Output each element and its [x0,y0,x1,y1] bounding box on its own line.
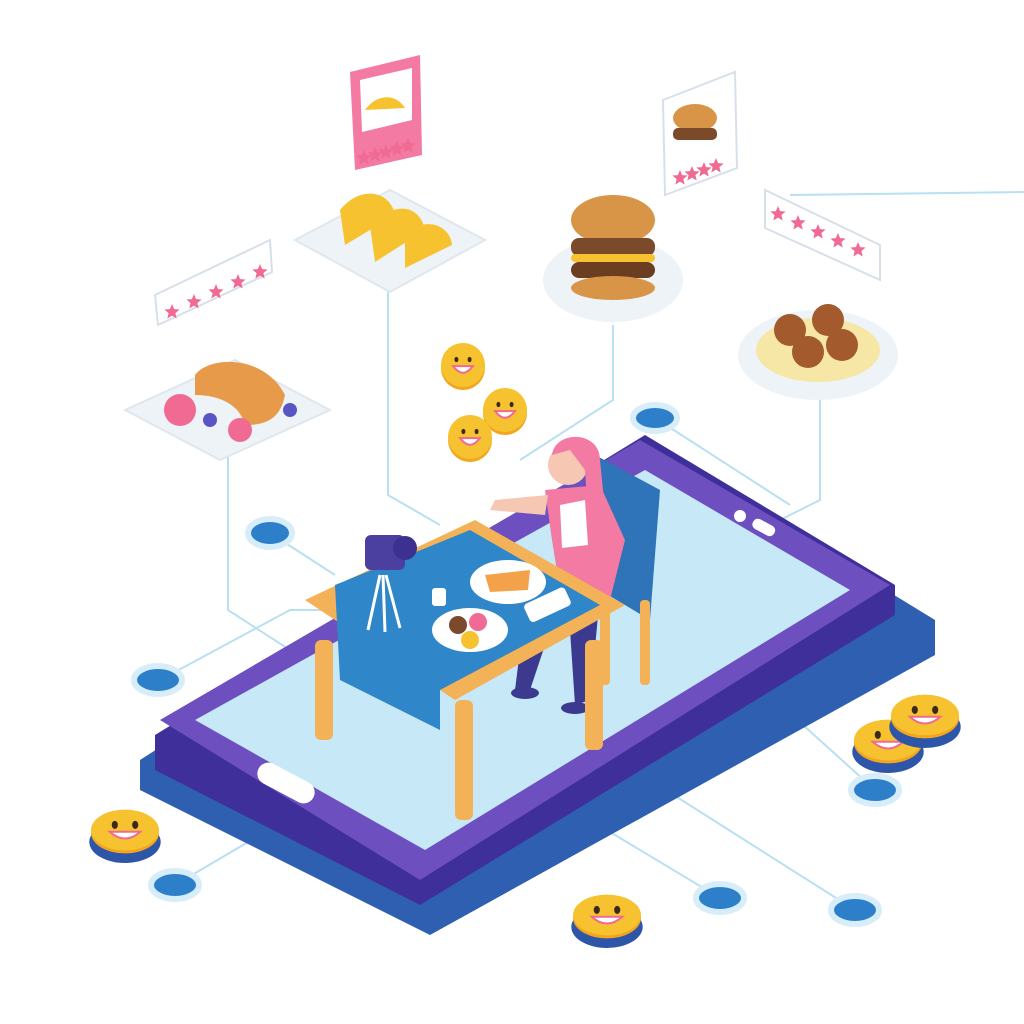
star-icon [230,274,246,289]
rating-burger-card [661,70,739,197]
star-icon [252,264,268,279]
meatball [812,304,844,336]
emoji-coin-icon [448,415,492,462]
burger-patty [571,238,655,256]
person-arm [490,495,548,515]
star-icon [356,150,372,165]
taco [405,224,452,268]
emoji-coin-icon [571,894,643,948]
dessert [469,613,487,631]
star-icon [672,170,688,185]
cake-slice [485,570,530,592]
star-icon [696,162,712,177]
meatball [792,336,824,368]
person-shoe [511,687,539,699]
node-dot [245,516,295,550]
candle [432,588,446,606]
emoji-coins [89,343,961,948]
dessert [461,631,479,649]
smartphone [140,435,935,935]
star-icon [378,144,394,159]
star-icon [708,158,724,173]
strawberry [164,394,196,426]
taco [370,208,425,262]
table-leg [585,640,603,750]
emoji-coin-icon [483,388,527,435]
node-dot [148,868,202,902]
phone-home-button [257,762,315,804]
node-dot [828,893,882,927]
meatball [774,314,806,346]
phone-camera-dot [734,510,746,522]
star-icon [684,166,700,181]
star-icon [208,284,224,299]
star-icon [830,233,846,248]
star-icon [186,294,202,309]
person-shoe [561,702,589,714]
rating-taco-card [350,55,422,170]
plate-desserts [432,608,508,652]
burger-patty [571,262,655,278]
blueberry [203,413,217,427]
taco [340,193,395,245]
camera-on-tripod [365,535,417,633]
star-icon [790,215,806,230]
table-leg [315,640,333,740]
connector-nodes [131,402,902,927]
burger-bun-top [571,195,655,245]
burger-cheese [571,254,655,262]
star-icon [810,224,826,239]
table-leg [455,700,473,820]
strawberry [228,418,252,442]
croissant-plate [122,358,333,462]
connector-lines [159,191,1024,911]
star-icon [164,304,180,319]
croissant [195,361,285,425]
burger-plate [543,195,683,322]
blueberry [283,403,297,417]
node-dot [848,773,902,807]
person-top [560,500,588,548]
rating-stars-meatballs [764,188,881,282]
star-icon [400,138,416,153]
rating-stars-croissant [153,238,274,327]
emoji-coin-icon [441,343,485,390]
tacos-plate [292,188,488,294]
chair-leg [640,600,650,685]
star-icon [389,141,405,156]
node-dot [630,402,680,434]
emoji-coin-icon [889,694,961,748]
emoji-coin-icon [89,809,161,863]
burger-bun-bottom [571,276,655,300]
star-icon [850,242,866,257]
camera-lens [393,536,417,560]
meatballs-plate [738,304,898,400]
person-hair [552,436,605,515]
star-icon [770,206,786,221]
node-dot [693,881,747,915]
meatball [826,329,858,361]
phone-speaker [752,518,776,537]
node-dot [131,663,185,697]
star-icon [367,147,383,162]
smartphone-on-table [524,587,571,623]
dessert [449,616,467,634]
